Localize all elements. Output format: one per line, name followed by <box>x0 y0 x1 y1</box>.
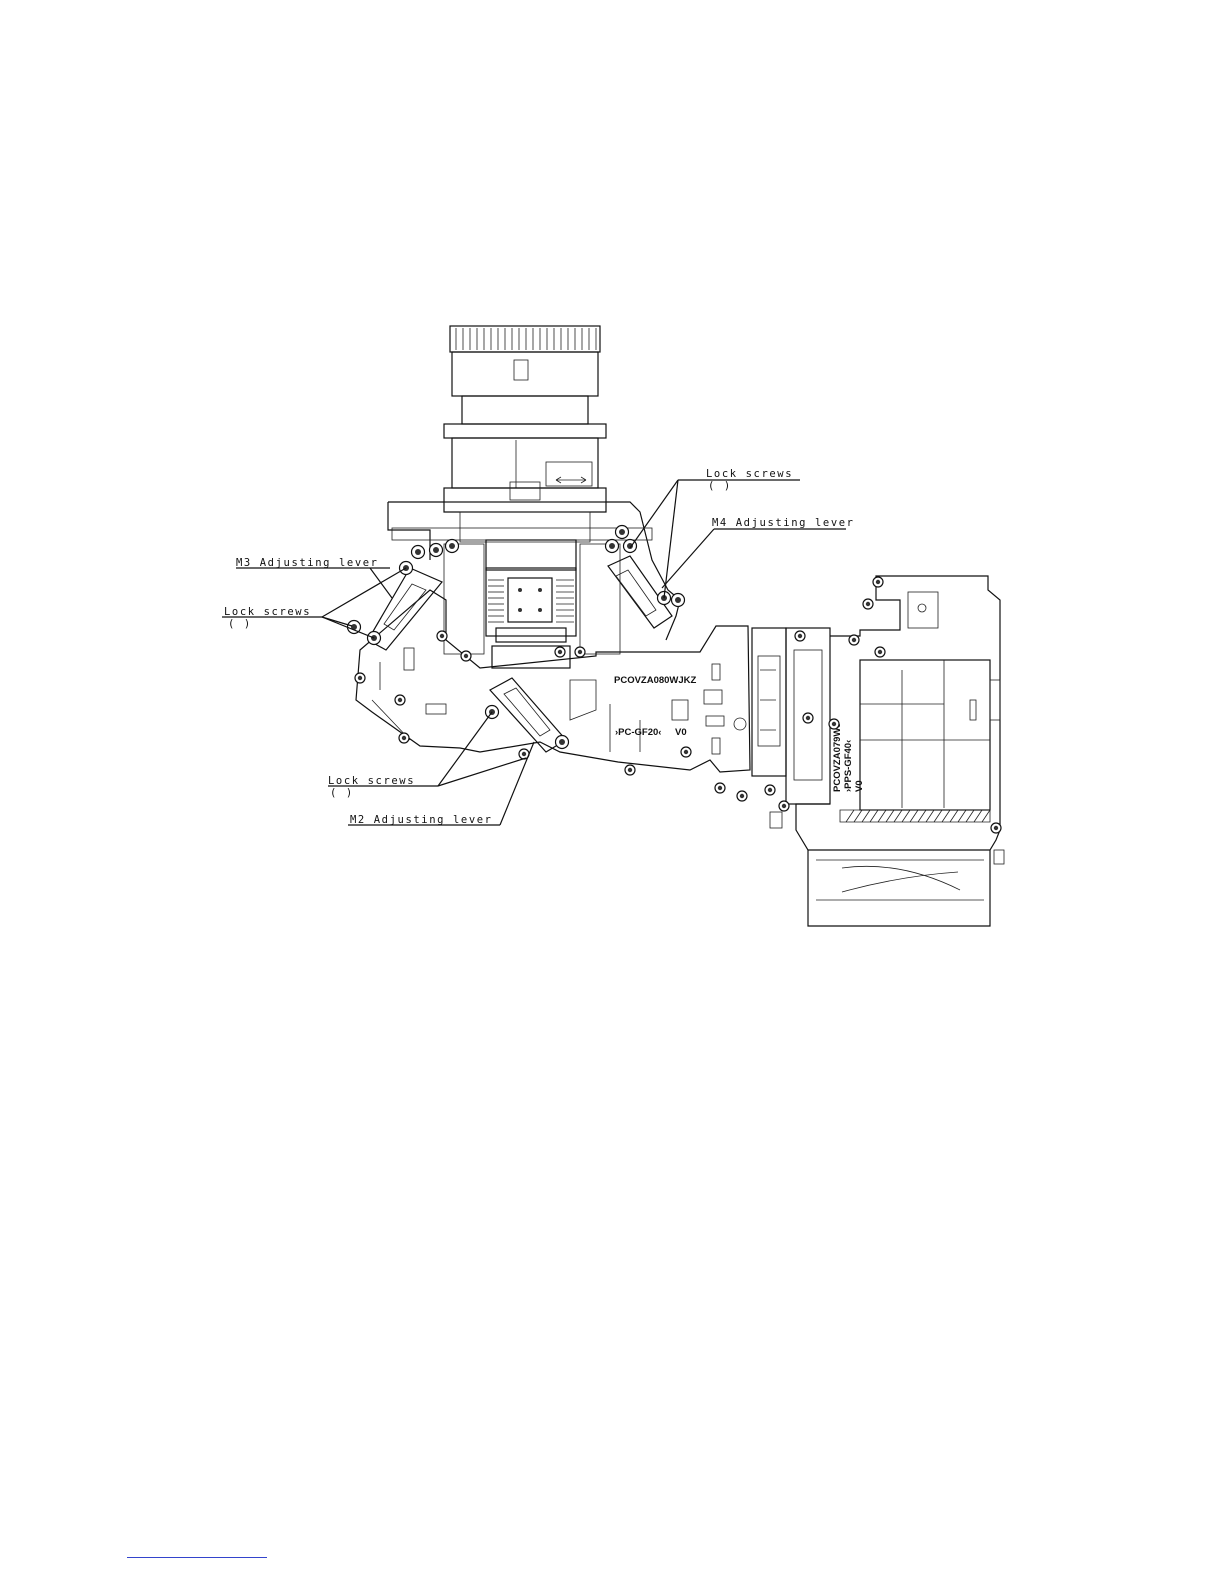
screw-icon <box>795 631 805 641</box>
main-board-part-number: PCOVZA080WJKZ <box>614 675 697 686</box>
lens-barrel-upper <box>452 352 598 396</box>
screw-icon <box>437 631 447 641</box>
screw-icon <box>395 695 405 705</box>
projection-lens <box>444 326 606 502</box>
screw-icon <box>625 765 635 775</box>
main-board-version: V0 <box>675 727 687 738</box>
main-board-model: ›PC-GF20‹ <box>615 727 661 738</box>
callout-lock-screws-left-paren: ( ) <box>228 618 252 630</box>
screw-icon <box>355 673 365 683</box>
screw-icon <box>715 783 725 793</box>
screw-icon <box>803 713 813 723</box>
callout-lock-screws-bottom: Lock screws <box>328 775 415 787</box>
screw-icon <box>430 544 443 557</box>
callout-lock-screws-top-paren: ( ) <box>708 480 732 492</box>
screw-icon <box>873 577 883 587</box>
zoom-slider <box>546 462 592 486</box>
screw-icon <box>616 526 629 539</box>
lens-barrel-lower <box>452 438 598 488</box>
callout-m3-adjusting-lever: M3 Adjusting lever <box>236 557 379 569</box>
screw-icon <box>765 785 775 795</box>
screw-icon <box>672 594 685 607</box>
screw-icon <box>399 733 409 743</box>
dichroic-prism <box>508 578 552 622</box>
screw-icon <box>681 747 691 757</box>
screw-icon <box>849 635 859 645</box>
lens-barrel-mid <box>462 396 588 424</box>
callout-m2-adjusting-lever: M2 Adjusting lever <box>350 814 493 826</box>
screw-icon <box>863 599 873 609</box>
side-board-part-number: PCOVZA079WJ <box>832 722 843 792</box>
focus-ring <box>450 326 600 352</box>
screw-icon <box>737 791 747 801</box>
callout-lock-screws-top: Lock screws <box>706 468 793 480</box>
power-module: PCOVZA079WJ ›PPS-GF40‹ V0 <box>752 576 1004 926</box>
side-board-model: ›PPS-GF40‹ <box>843 740 854 792</box>
screw-icon <box>556 736 569 749</box>
screw-icon <box>829 719 839 729</box>
screw-icon <box>991 823 1001 833</box>
callout-m4-adjusting-lever: M4 Adjusting lever <box>712 517 855 529</box>
cooling-fan <box>808 850 990 926</box>
screw-icon <box>779 801 789 811</box>
main-board: PCOVZA080WJKZ ›PC-GF20‹ V0 <box>356 590 750 772</box>
callout-lock-screws-bottom-paren: ( ) <box>330 787 354 799</box>
screw-icon <box>412 546 425 559</box>
screw-icon <box>875 647 885 657</box>
screw-icon <box>446 540 459 553</box>
callout-lock-screws-left: Lock screws <box>224 606 311 618</box>
footer-link-underline <box>127 1557 267 1558</box>
screw-icon <box>461 651 471 661</box>
screw-icon <box>575 647 585 657</box>
screw-icon <box>555 647 565 657</box>
screw-icon <box>606 540 619 553</box>
m2-adjusting-lever <box>490 678 566 752</box>
side-board-version: V0 <box>854 780 865 792</box>
